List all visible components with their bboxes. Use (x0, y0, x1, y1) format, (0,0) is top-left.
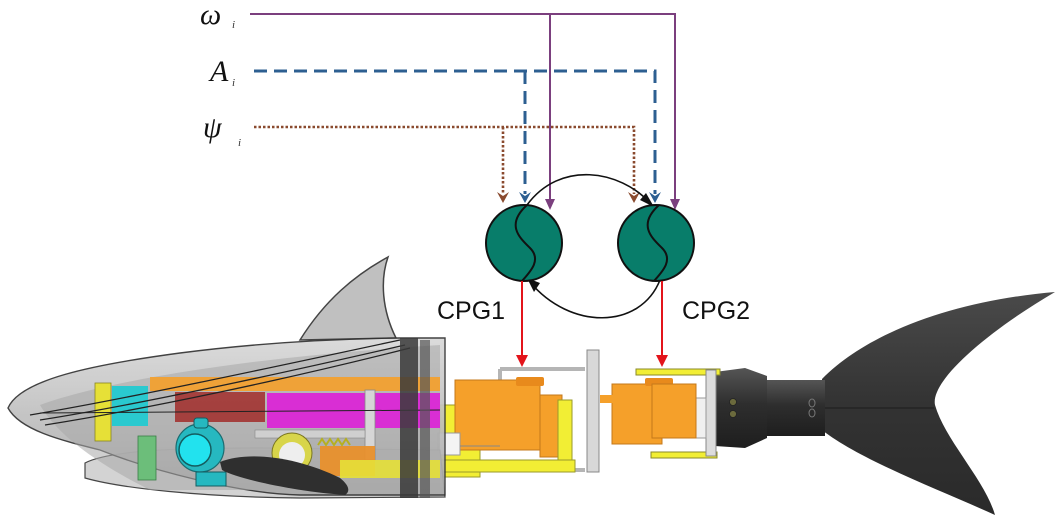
psi-input-lines (254, 125, 636, 194)
coupling-arc-cpg2-to-cpg1 (529, 279, 661, 319)
omega-input-lines (250, 13, 676, 203)
caudal-fin (822, 292, 1055, 515)
cpg1-oscillator (485, 204, 563, 282)
cpg2-sine-icon (646, 204, 668, 282)
red-battery (175, 392, 265, 422)
orange-bar (150, 377, 440, 391)
frame-rods (29, 339, 441, 426)
coupling-arrowhead-to-cpg2 (640, 193, 654, 207)
amplitude-subscript: i (232, 77, 235, 89)
internal-components (29, 338, 441, 498)
param-psi-label: ψ i (203, 111, 241, 149)
amplitude-input-lines (254, 69, 657, 194)
cpg1-output-arrow (516, 281, 528, 367)
coupling-arrowhead-to-cpg1 (527, 278, 540, 292)
pectoral-fin (220, 456, 349, 495)
shark-robot (7, 255, 1055, 515)
psi-trunk-line (254, 125, 636, 194)
cpg1-sine-icon (514, 204, 536, 282)
joint1-servo (437, 377, 576, 478)
amplitude-arrowhead-cpg2 (649, 192, 661, 203)
omega-symbol: ω (200, 0, 221, 31)
joint2-servo (611, 368, 721, 459)
omega-trunk-line (250, 13, 676, 203)
cpg2-oscillator (617, 204, 695, 282)
psi-arrowhead-cpg2 (628, 192, 640, 203)
peduncle (715, 368, 825, 448)
amplitude-symbol: A (208, 55, 229, 88)
omega-arrowhead-cpg1 (545, 199, 555, 210)
psi-subscript: i (238, 137, 241, 149)
cpg2-label: CPG2 (682, 297, 750, 325)
pump-unit (175, 417, 227, 487)
green-block (137, 435, 157, 481)
gray-rail (254, 429, 366, 439)
coupling-arc-cpg1-to-cpg2 (526, 173, 651, 206)
bulkhead-ring (400, 338, 418, 498)
bulkhead-ring-2 (420, 340, 430, 498)
param-omega-label: ω i (200, 0, 235, 31)
omega-arrowhead-cpg2 (670, 199, 680, 210)
amplitude-trunk-line (254, 69, 657, 194)
psi-arrowhead-cpg1 (497, 192, 509, 203)
param-amplitude-label: A i (208, 55, 235, 89)
omega-subscript: i (232, 19, 235, 31)
cpg2-output-arrow (656, 281, 668, 367)
psi-symbol: ψ (203, 111, 223, 144)
amplitude-arrowhead-cpg1 (519, 192, 531, 203)
cpg1-label: CPG1 (437, 297, 505, 325)
dorsal-fin (298, 255, 398, 341)
